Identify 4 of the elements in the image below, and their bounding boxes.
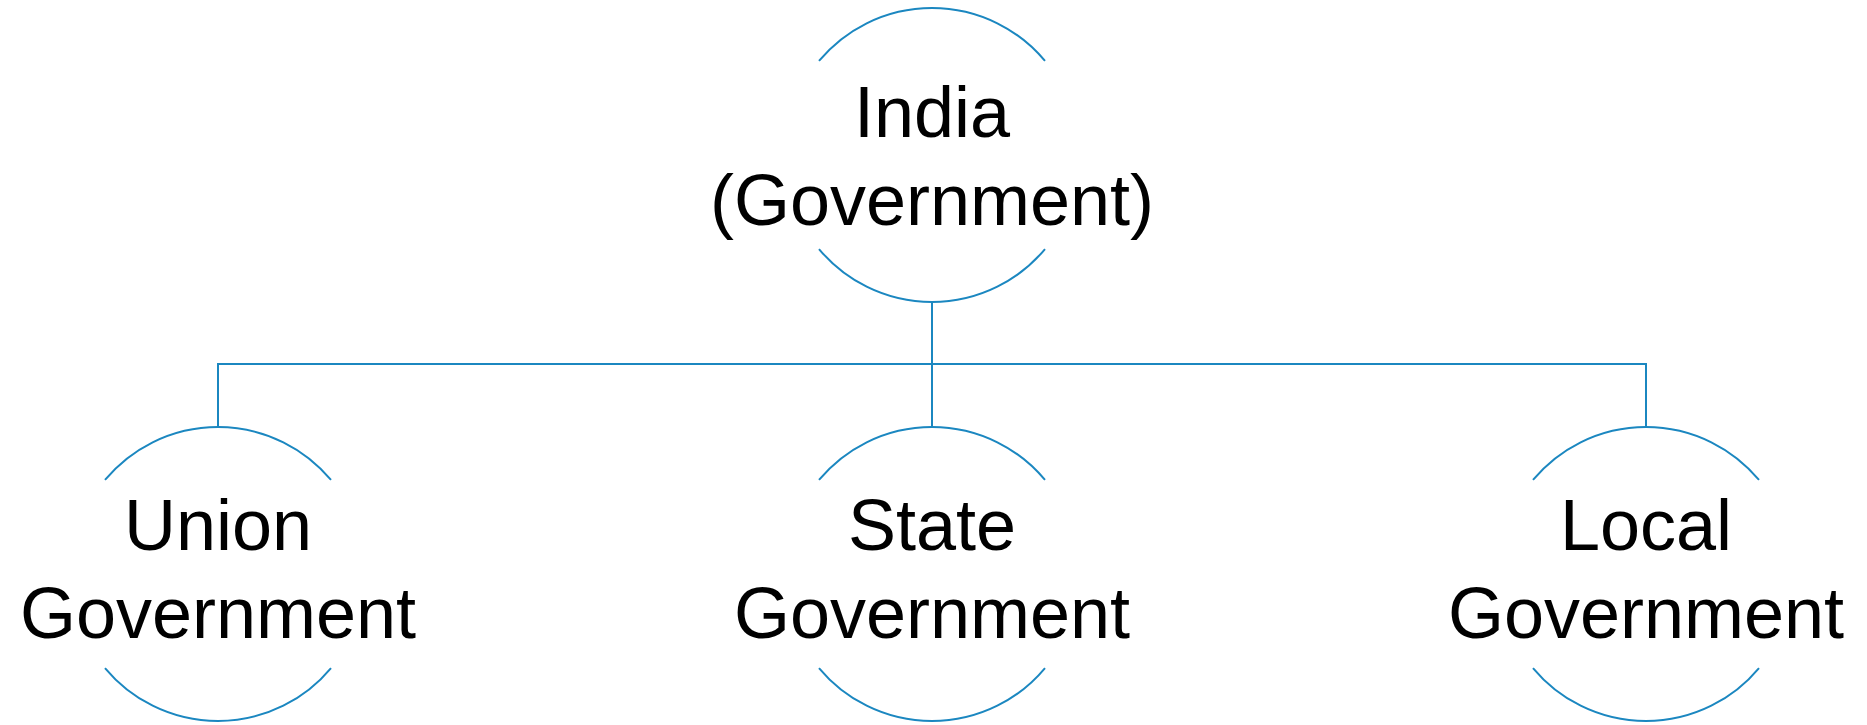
node-label: Local Government <box>1447 484 1845 655</box>
node-label: Union Government <box>19 484 417 655</box>
node-label: State Government <box>733 484 1131 655</box>
node-label: India (Government) <box>709 71 1155 242</box>
